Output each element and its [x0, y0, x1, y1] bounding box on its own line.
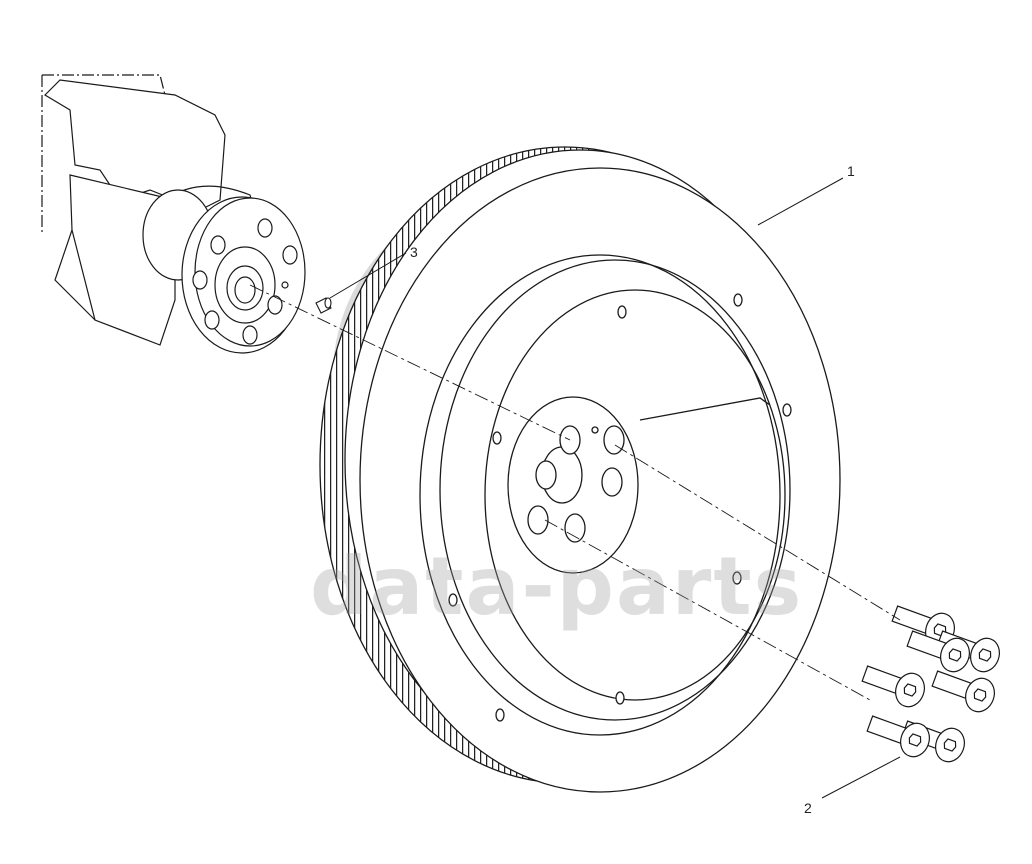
- callout-3: 3: [410, 244, 418, 260]
- assembly-lines: [249, 284, 901, 701]
- leader-lines: [329, 177, 901, 799]
- bolt: [861, 665, 925, 708]
- bolt: [866, 715, 930, 758]
- watermark-text: data-parts: [310, 540, 804, 633]
- leader-3: [329, 252, 407, 299]
- leader-1: [757, 177, 844, 226]
- bolt: [906, 630, 970, 673]
- bolt: [931, 670, 995, 713]
- bolt-set: [861, 605, 1000, 763]
- flywheel: [319, 146, 841, 793]
- crankshaft: [41, 74, 306, 354]
- callout-1: 1: [847, 163, 855, 179]
- dowel-pin: [315, 297, 332, 314]
- callout-2: 2: [804, 800, 812, 816]
- leader-2: [821, 756, 901, 799]
